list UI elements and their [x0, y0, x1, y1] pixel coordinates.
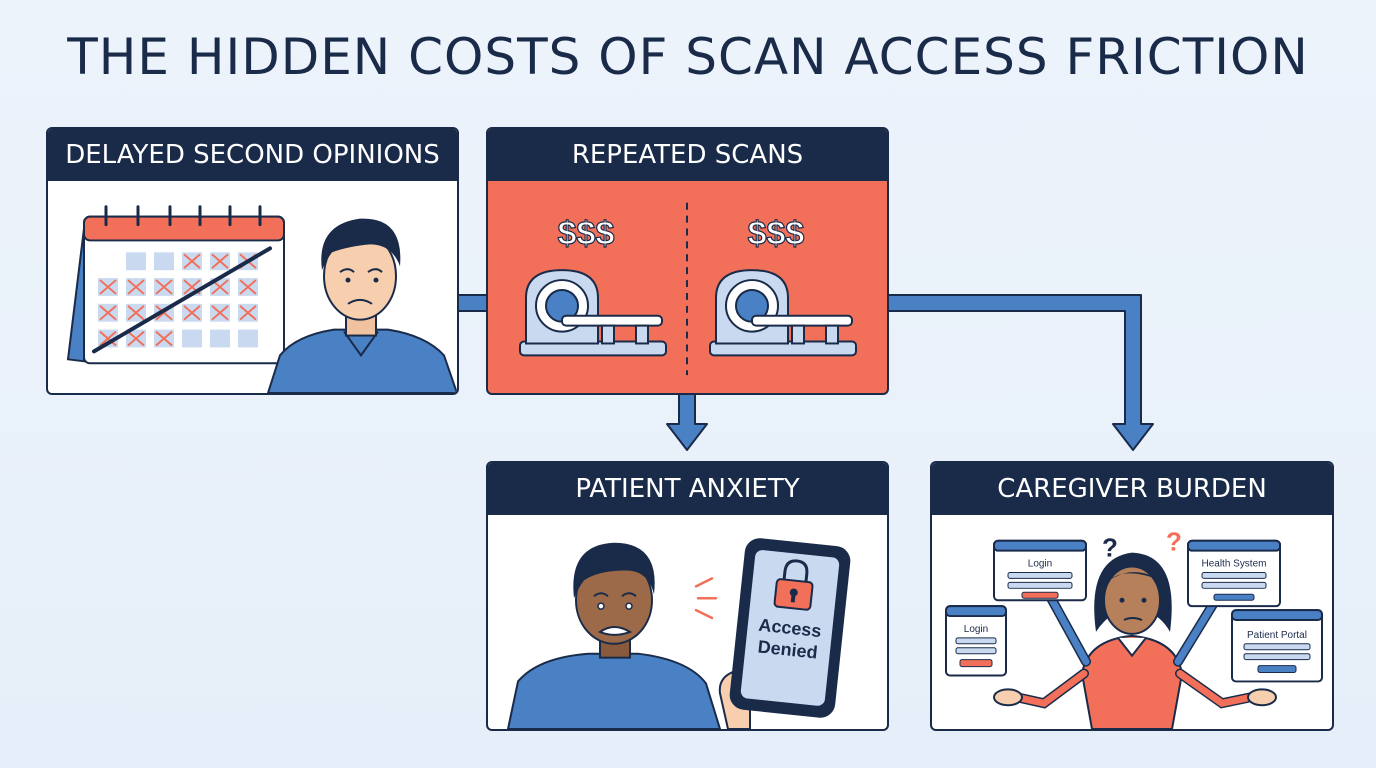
calendar-day-cross [99, 330, 117, 347]
panel-body-delayed [48, 181, 457, 393]
cost-label-left: $$$ [558, 215, 615, 253]
panel-header-delayed: DELAYED SECOND OPINIONS [48, 129, 457, 181]
delayed-illustration [66, 205, 457, 393]
calendar-day [210, 329, 230, 348]
page-title: THE HIDDEN COSTS OF SCAN ACCESS FRICTION [67, 28, 1309, 86]
browser-window-icon: Health System [1187, 539, 1281, 608]
window-login-title-1: Login [964, 624, 988, 635]
panel-body-repeated: $$$ $$$ [488, 181, 887, 393]
phone-icon: Access Denied [718, 538, 851, 729]
calendar-day-cross [99, 305, 117, 321]
calendar-day-cross [239, 305, 257, 321]
mri-scanner-icon [709, 269, 857, 357]
panel-patient-anxiety: PATIENT ANXIETY [486, 461, 889, 731]
panel-header-anxiety: PATIENT ANXIETY [488, 463, 887, 515]
panel-header-caregiver: CAREGIVER BURDEN [932, 463, 1332, 515]
arrow-to-patient-anxiety [666, 391, 708, 451]
calendar-day [238, 329, 258, 348]
anxious-man-illustration [506, 542, 722, 729]
calendar-day-cross [239, 279, 257, 295]
arrow-to-caregiver-burden [887, 294, 1154, 451]
calendar-icon [66, 205, 285, 365]
calendar-day-cross [127, 330, 145, 347]
calendar-day [154, 252, 174, 271]
calendar-day-cross [127, 305, 145, 321]
window-login-title-2: Login [1028, 559, 1052, 570]
question-mark-left: ? [1102, 535, 1118, 563]
calendar-day-cross [183, 305, 201, 321]
caregiver-illustration: ? ? Login Login Heal [945, 529, 1323, 729]
panel-caregiver-burden: CAREGIVER BURDEN ? [930, 461, 1334, 731]
repeated-illustration: $$$ $$$ [519, 202, 857, 376]
panel-body-caregiver: ? ? Login Login Heal [932, 515, 1332, 729]
panel-header-repeated: REPEATED SCANS [488, 129, 887, 181]
panel-delayed-second-opinions: DELAYED SECOND OPINIONS [46, 127, 459, 395]
calendar-day-cross [155, 330, 173, 347]
mri-scanner-icon [519, 269, 667, 357]
calendar-day [182, 329, 202, 348]
cost-label-right: $$$ [748, 215, 805, 253]
browser-window-icon: Patient Portal [1231, 609, 1323, 683]
calendar-day-cross [127, 279, 145, 295]
question-mark-right: ? [1166, 529, 1182, 557]
anxiety-illustration: Access Denied [506, 538, 851, 729]
browser-window-icon: Login [993, 539, 1087, 602]
window-patient-portal-title: Patient Portal [1247, 630, 1307, 641]
browser-window-icon: Login [945, 605, 1007, 677]
calendar-day-cross [211, 253, 229, 269]
lock-icon [773, 559, 814, 611]
caregiver-woman-illustration [993, 552, 1277, 729]
panel-body-anxiety: Access Denied [488, 515, 887, 729]
calendar-day-cross [211, 305, 229, 321]
worried-man-illustration [266, 218, 457, 393]
calendar-day-cross [183, 253, 201, 269]
connector-delayed-repeated [455, 294, 491, 312]
calendar-day-cross [155, 279, 173, 295]
window-health-system-title: Health System [1202, 559, 1267, 570]
calendar-day-cross [99, 279, 117, 295]
calendar-day [126, 252, 146, 271]
panel-repeated-scans: REPEATED SCANS $$$ $$$ [486, 127, 889, 395]
